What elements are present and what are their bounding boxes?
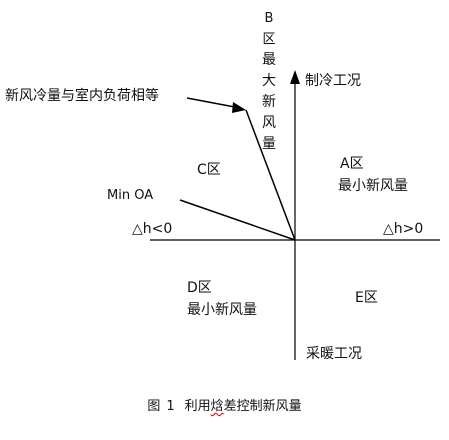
caption-pre: 利用 <box>184 399 211 414</box>
max-fresh-air-line <box>245 109 296 241</box>
fresh-air-equals-load-label: 新风冷量与室内负荷相等 <box>5 88 159 104</box>
caption-number: 1 <box>166 399 175 414</box>
zone-b-char: 新 <box>262 94 276 110</box>
delta-h-negative-label: △h<0 <box>132 221 173 237</box>
zone-b-label: B区 最 大 新 风 量 <box>260 8 278 155</box>
zone-a-label: A区 <box>340 156 364 172</box>
caption-post: 差控制新风量 <box>223 399 302 414</box>
zone-a-desc: 最小新风量 <box>338 178 408 194</box>
caption-fig: 图 <box>147 399 161 414</box>
min-oa-label: Min OA <box>107 188 154 203</box>
cooling-condition-label: 采暖工况 <box>306 346 362 362</box>
pointer-arrow <box>186 97 241 109</box>
zone-b-char: 大 <box>262 73 276 89</box>
caption-underlined-char: 焓 <box>210 399 224 414</box>
zone-b-char: B区 <box>262 11 276 47</box>
heating-condition-label: 制冷工况 <box>305 73 361 89</box>
zone-b-char: 量 <box>262 136 276 152</box>
min-oa-line <box>179 199 296 241</box>
zone-b-char: 风 <box>262 115 276 131</box>
zone-c-label: C区 <box>197 162 221 178</box>
zone-d-label: D区 <box>187 280 212 296</box>
zone-e-label: E区 <box>355 290 378 306</box>
delta-h-positive-label: △h>0 <box>383 221 424 237</box>
vertical-axis-arrowhead <box>290 70 300 84</box>
pointer-arrowhead <box>232 102 246 113</box>
zone-d-desc: 最小新风量 <box>187 302 257 318</box>
zone-b-char: 最 <box>262 52 276 68</box>
